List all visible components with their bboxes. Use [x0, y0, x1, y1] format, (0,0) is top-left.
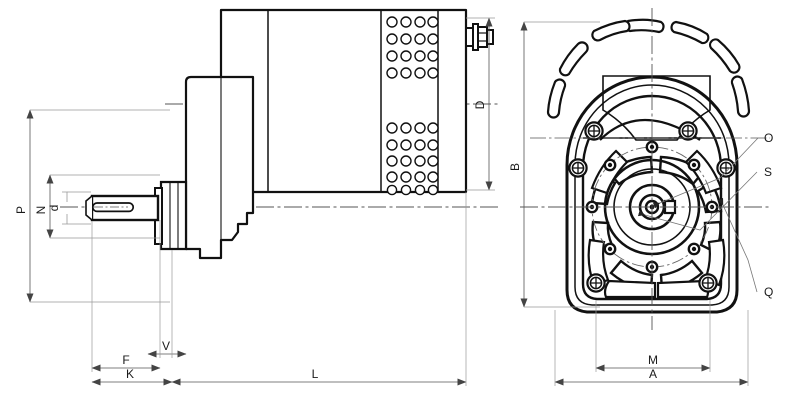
inner-screw-ne — [687, 158, 701, 172]
corner-screw-bottom-left — [586, 273, 606, 293]
dimension-label-V: V — [162, 339, 170, 353]
corner-screw-top-right — [678, 121, 698, 141]
dimension-A: A — [554, 310, 749, 386]
leader-label-Q: Q — [764, 285, 773, 299]
dimension-V: V — [147, 220, 187, 358]
dimension-M: M — [595, 300, 711, 372]
leader-S: S — [637, 165, 772, 231]
dimension-L: L — [171, 192, 467, 386]
output-shaft — [85, 194, 160, 222]
dimension-K: K — [91, 367, 173, 386]
dimension-label-L: L — [312, 367, 319, 381]
dimension-label-D: D — [473, 100, 487, 109]
leader-lines: O S Q — [637, 131, 773, 299]
dimension-label-B: B — [508, 163, 522, 171]
inner-screw-se — [687, 242, 701, 256]
dimension-F: F — [91, 221, 161, 372]
leader-label-O: O — [764, 131, 773, 145]
dimension-label-N: N — [34, 206, 48, 215]
leader-O: O — [652, 131, 773, 209]
dimension-P: P — [14, 109, 170, 303]
dimension-label-d: d — [47, 205, 61, 212]
dimension-label-M: M — [648, 353, 658, 367]
leader-Q: Q — [717, 197, 773, 299]
dimension-N: N — [34, 174, 160, 239]
corner-screw-bottom-right — [698, 273, 718, 293]
corner-screw-mid-right — [716, 158, 736, 178]
leader-label-S: S — [764, 165, 772, 179]
dimension-label-P: P — [14, 206, 28, 214]
side-elevation-view: P N d D V — [14, 8, 500, 386]
corner-screw-top-left — [584, 121, 604, 141]
inner-screw-sw — [603, 242, 617, 256]
dimension-label-K: K — [126, 367, 134, 381]
end-face-view: O S Q B M — [508, 8, 773, 386]
view-centerlines — [520, 8, 770, 330]
dimension-D: D — [466, 17, 495, 191]
inner-screw-nw — [603, 158, 617, 172]
corner-screw-mid-left — [568, 158, 588, 178]
dimension-B: B — [508, 21, 600, 308]
top-vent-slot-array — [546, 18, 751, 119]
ventilation-hole-array — [386, 16, 439, 196]
dimension-label-A: A — [649, 367, 657, 381]
dimension-d: d — [47, 191, 91, 225]
dimension-label-F: F — [122, 353, 129, 367]
